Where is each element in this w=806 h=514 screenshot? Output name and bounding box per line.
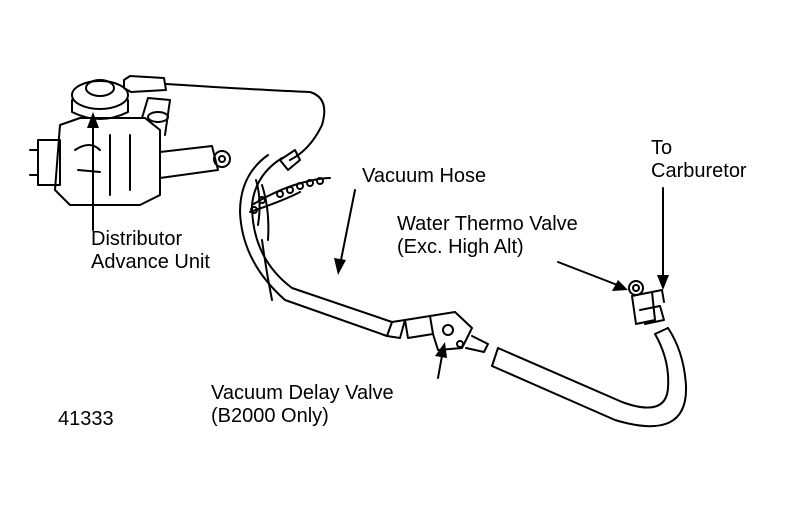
arrowhead-distributor <box>87 112 99 128</box>
arrowhead-thermo-valve <box>612 280 628 291</box>
distributor-label: Distributor Advance Unit <box>91 228 210 274</box>
arrowhead-vacuum-hose <box>334 258 346 275</box>
delay-valve-label-line2: (B2000 Only) <box>211 405 329 427</box>
distributor-label-line2: Advance Unit <box>91 251 210 273</box>
distributor-label-line1: Distributor <box>91 228 183 250</box>
to-carburetor-line2: Carburetor <box>651 160 747 182</box>
distributor-advance-unit <box>29 79 231 206</box>
water-thermo-label-line2: (Exc. High Alt) <box>397 236 524 258</box>
vacuum-delay-valve-label: Vacuum Delay Valve (B2000 Only) <box>211 382 394 428</box>
water-thermo-valve <box>628 280 665 325</box>
figure-number: 41333 <box>58 408 114 430</box>
vacuum-hose-label: Vacuum Hose <box>362 165 487 187</box>
arrowhead-carburetor <box>657 275 669 290</box>
label-leaders <box>92 121 664 379</box>
vacuum-delay-valve <box>404 311 489 353</box>
water-thermo-valve-label: Water Thermo Valve (Exc. High Alt) <box>397 213 578 259</box>
to-carburetor-line1: To <box>651 137 673 159</box>
arrowheads <box>87 112 669 358</box>
lower-vacuum-hose <box>491 327 688 428</box>
delay-valve-label-line1: Vacuum Delay Valve <box>211 382 394 404</box>
water-thermo-label-line1: Water Thermo Valve <box>397 213 578 235</box>
advance-unit-hose <box>123 75 326 171</box>
to-carburetor-label: To Carburetor <box>651 137 747 183</box>
wire-bundle <box>249 177 331 241</box>
arrowhead-delay-valve <box>435 342 447 358</box>
